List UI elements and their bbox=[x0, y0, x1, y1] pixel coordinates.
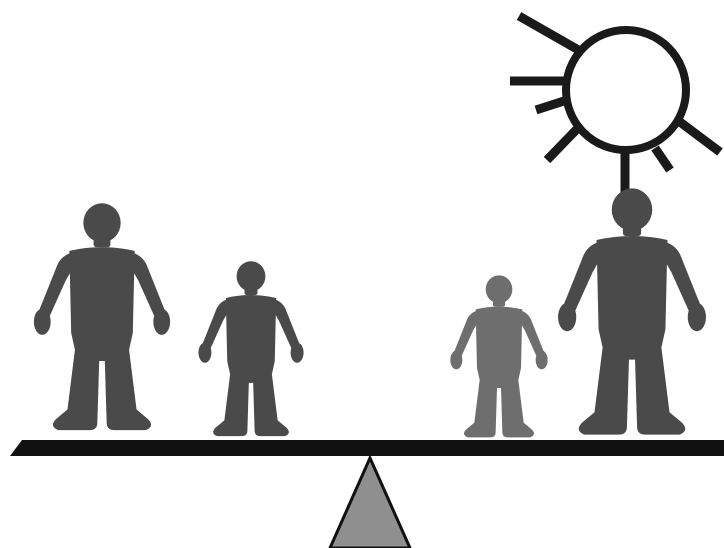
right-large-person bbox=[558, 188, 706, 434]
right-small-person bbox=[450, 275, 547, 437]
person-silhouette-icon bbox=[34, 203, 170, 430]
person-silhouette-icon bbox=[198, 261, 303, 436]
fulcrum-triangle-icon bbox=[330, 458, 410, 548]
seesaw-plank-icon bbox=[10, 440, 724, 456]
person-silhouette-icon bbox=[450, 275, 547, 437]
left-small-person bbox=[198, 261, 303, 436]
sun-icon bbox=[510, 16, 720, 192]
left-large-person bbox=[34, 203, 170, 430]
person-silhouette-icon bbox=[558, 188, 706, 434]
